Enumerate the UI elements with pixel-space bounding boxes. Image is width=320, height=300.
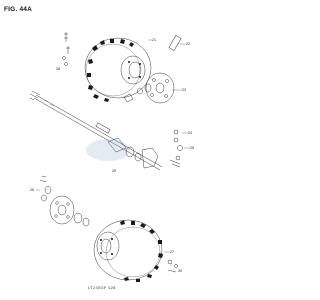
upper-hub-flange: [145, 72, 175, 104]
exploded-parts-diagram: 21 22 23 24 25 26 27 28 29 30: [29, 32, 194, 282]
lower-tire: [93, 219, 163, 282]
callout-21: 21: [152, 38, 156, 42]
callout-26: 26: [30, 188, 34, 192]
callout-27: 27: [170, 250, 174, 254]
figure-title: FIG. 44A: [4, 6, 32, 13]
leader-lines: [36, 39, 190, 253]
upper-small-parts: [62, 32, 182, 103]
callout-labels: 21 22 23 24 25 26 27 28 29 30: [30, 38, 194, 273]
figure-code: LT230GF 028: [88, 285, 116, 290]
callout-29: 29: [112, 169, 116, 173]
callout-25: 25: [190, 146, 194, 150]
callout-30: 30: [178, 269, 182, 273]
callout-24: 24: [188, 131, 192, 135]
watermark-logo: [86, 139, 130, 161]
callout-22: 22: [186, 42, 190, 46]
upper-tire: [84, 37, 152, 102]
right-hardware-column: [169, 129, 183, 168]
lower-right-hardware: [167, 259, 178, 273]
lower-sprocket-hub: [39, 175, 90, 227]
callout-28: 28: [56, 67, 60, 71]
rear-axle-shaft: [29, 90, 163, 171]
callout-23: 23: [182, 88, 186, 92]
